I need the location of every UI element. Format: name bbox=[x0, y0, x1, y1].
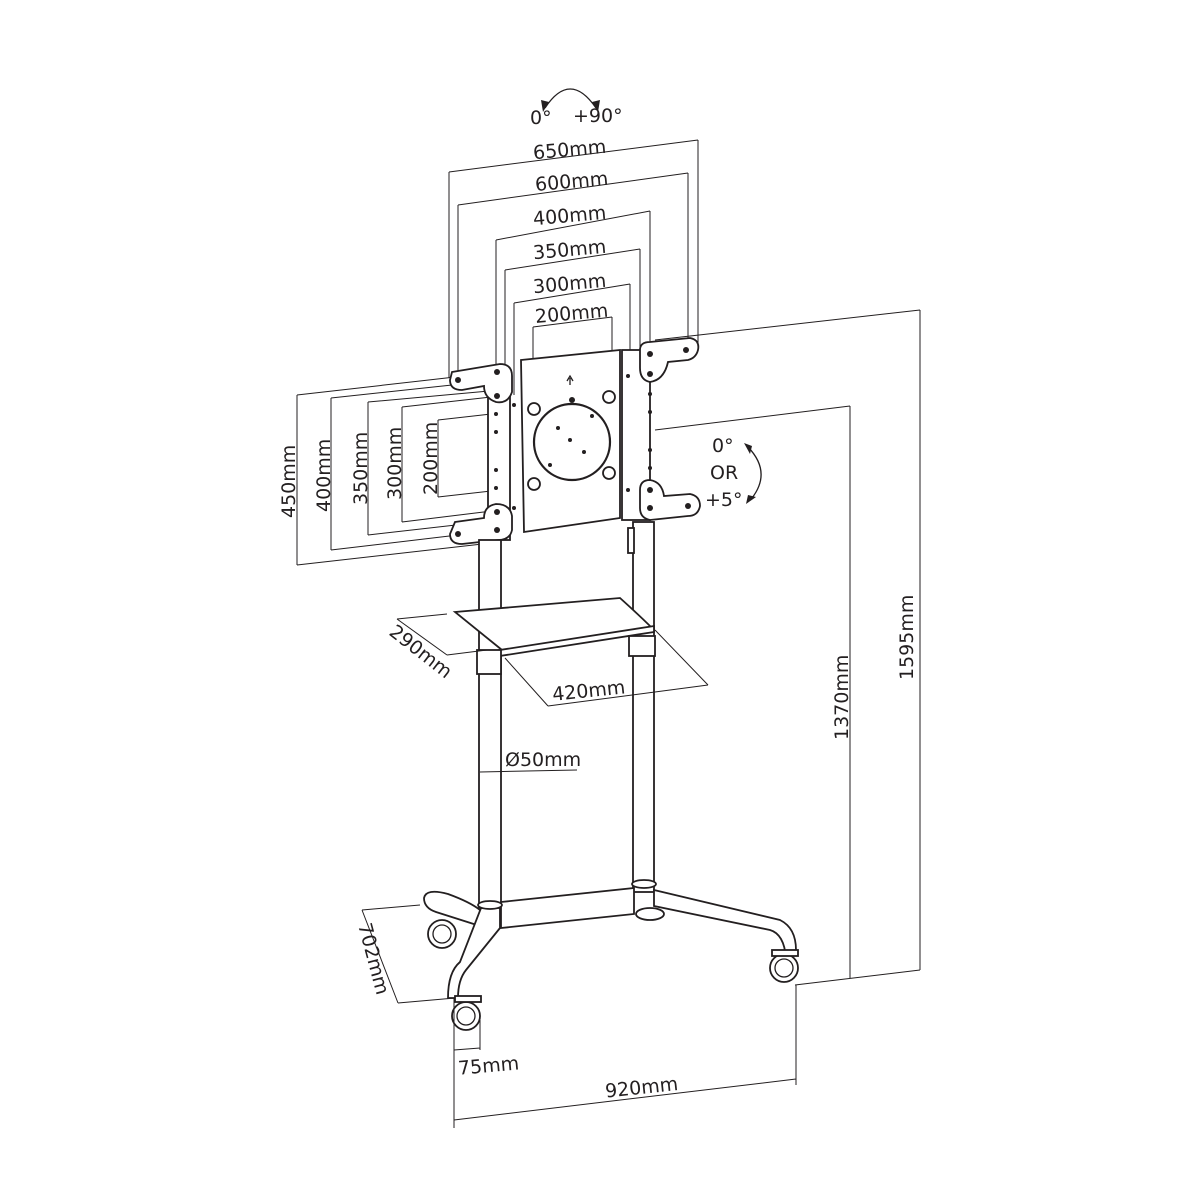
casters bbox=[427, 919, 799, 1031]
tilt-arrow-icon bbox=[744, 443, 762, 504]
rotation-arrow-icon bbox=[541, 88, 600, 112]
overall-height-dimensions bbox=[654, 309, 921, 986]
vesa-width-650: 650mm bbox=[532, 136, 607, 164]
vesa-width-350: 350mm bbox=[532, 236, 607, 264]
vesa-width-dimensions bbox=[448, 139, 699, 405]
base-depth-label: 702mm bbox=[353, 921, 393, 997]
poles bbox=[478, 521, 655, 911]
up-arrow-icon bbox=[566, 374, 574, 385]
vesa-width-300: 300mm bbox=[532, 270, 607, 298]
vesa-height-200: 200mm bbox=[420, 422, 442, 495]
base-dimensions bbox=[361, 904, 797, 1128]
height-center-label: 1370mm bbox=[831, 655, 853, 740]
vesa-height-400: 400mm bbox=[313, 439, 335, 512]
shelf bbox=[452, 597, 656, 675]
tilt-label-or: OR bbox=[710, 462, 738, 484]
pole-diameter-label: Ø50mm bbox=[505, 749, 581, 771]
shelf-dimensions bbox=[396, 613, 709, 707]
vesa-height-300: 300mm bbox=[384, 427, 406, 500]
vesa-width-400: 400mm bbox=[532, 202, 607, 230]
rotation-from-label: 0° bbox=[530, 107, 552, 129]
tilt-label-0: 0° bbox=[712, 435, 734, 457]
tilt-label-5: +5° bbox=[705, 489, 743, 511]
height-top-label: 1595mm bbox=[896, 595, 918, 680]
vesa-height-350: 350mm bbox=[350, 432, 372, 505]
vesa-height-450: 450mm bbox=[278, 445, 300, 518]
vesa-width-200: 200mm bbox=[534, 300, 609, 328]
mounting-bracket bbox=[449, 337, 701, 545]
vesa-width-600: 600mm bbox=[534, 168, 609, 196]
shelf-width-label: 420mm bbox=[551, 676, 626, 706]
shelf-depth-label: 290mm bbox=[385, 621, 456, 683]
rotation-to-label: +90° bbox=[573, 105, 623, 127]
caster-label: 75mm bbox=[457, 1052, 520, 1079]
pole-diameter-line bbox=[479, 769, 578, 773]
base-width-label: 920mm bbox=[604, 1073, 679, 1103]
vesa-center-plate bbox=[520, 349, 621, 534]
base bbox=[423, 879, 797, 999]
